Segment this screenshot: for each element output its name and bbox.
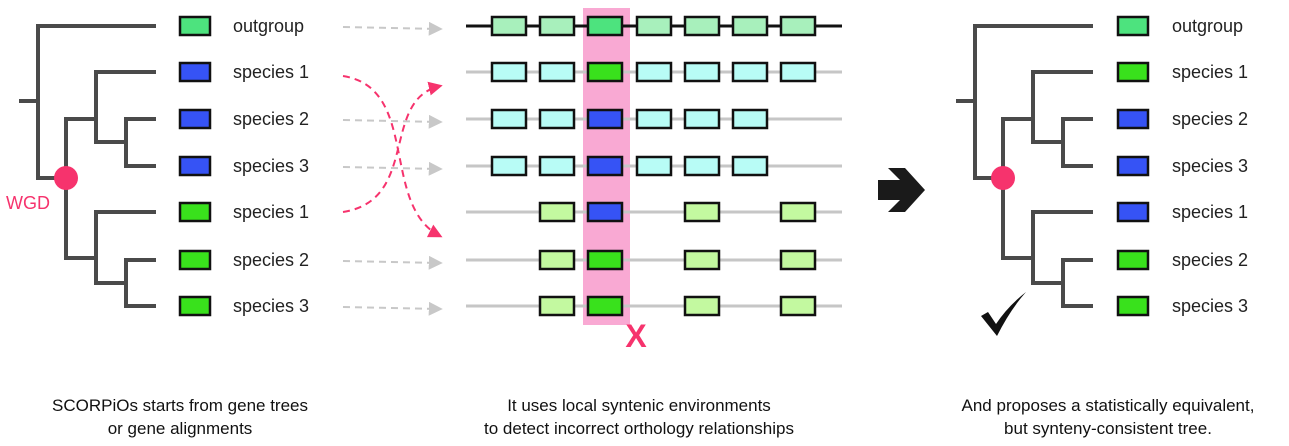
leaf-gene-box [1116, 295, 1150, 317]
neighbor-gene-box [779, 61, 817, 83]
leaf-gene-box [178, 201, 212, 223]
left-caption-line-2: or gene alignments [108, 419, 253, 438]
neighbor-gene-box [779, 295, 817, 317]
dashed-mapping-arrow [342, 301, 443, 316]
ortholog-gene-box [586, 61, 624, 83]
wgd-node-marker [991, 166, 1015, 190]
wgd-node-marker [54, 166, 78, 190]
right-caption-line-2: but synteny-consistent tree. [1004, 419, 1212, 438]
leaf-label: species 1 [233, 62, 309, 82]
neighbor-gene-box [538, 249, 576, 271]
neighbor-gene-box [683, 108, 721, 130]
right-caption-line-1: And proposes a statistically equivalent, [962, 396, 1255, 415]
dashed-mapping-arrow [342, 161, 443, 176]
right-gene-tree [956, 24, 1093, 308]
neighbor-gene-box [538, 61, 576, 83]
checkmark-icon [981, 292, 1026, 336]
wgd-label: WGD [6, 193, 50, 213]
leaf-label: species 1 [1172, 202, 1248, 222]
neighbor-gene-box [779, 15, 817, 37]
neighbor-gene-box [683, 201, 721, 223]
neighbor-gene-box [731, 108, 769, 130]
dashed-mapping-arrow [342, 21, 443, 36]
neighbor-gene-box [538, 15, 576, 37]
error-mark: X [625, 318, 647, 354]
leaf-gene-box [1116, 201, 1150, 223]
leaf-gene-box [178, 108, 212, 130]
leaf-gene-box [178, 15, 212, 37]
leaf-label: outgroup [1172, 16, 1243, 36]
leaf-gene-box [1116, 155, 1150, 177]
neighbor-gene-box [490, 108, 528, 130]
ortholog-gene-box [586, 15, 624, 37]
ortholog-gene-box [586, 108, 624, 130]
left-panel: WGD outgroup species 1 species 2 species 3 s… [6, 15, 309, 438]
neighbor-gene-box [490, 61, 528, 83]
neighbor-gene-box [683, 61, 721, 83]
neighbor-gene-box [683, 295, 721, 317]
neighbor-gene-box [635, 155, 673, 177]
neighbor-gene-box [683, 155, 721, 177]
crossed-mapping-arrow [342, 81, 443, 213]
leaf-label: species 3 [1172, 156, 1248, 176]
dashed-mapping-arrow [342, 255, 443, 270]
leaf-gene-box [178, 155, 212, 177]
neighbor-gene-box [490, 155, 528, 177]
right-leaf-list: outgroup species 1 species 2 species 3 speci… [1116, 15, 1248, 317]
neighbor-gene-box [538, 108, 576, 130]
neighbor-gene-box [538, 201, 576, 223]
leaf-gene-box [178, 249, 212, 271]
neighbor-gene-box [490, 15, 528, 37]
leaf-label: species 3 [1172, 296, 1248, 316]
neighbor-gene-box [635, 61, 673, 83]
leaf-label: species 3 [233, 156, 309, 176]
crossed-mapping-arrow [342, 75, 443, 238]
leaf-label: outgroup [233, 16, 304, 36]
ortholog-gene-box [586, 249, 624, 271]
neighbor-gene-box [731, 61, 769, 83]
leaf-gene-box [1116, 61, 1150, 83]
leaf-gene-box [1116, 249, 1150, 271]
neighbor-gene-box [779, 201, 817, 223]
leaf-label: species 2 [1172, 109, 1248, 129]
leaf-label: species 1 [1172, 62, 1248, 82]
leaf-label: species 2 [233, 250, 309, 270]
leaf-label: species 3 [233, 296, 309, 316]
mapping-arrows [342, 21, 443, 316]
right-panel: outgroup species 1 species 2 species 3 speci… [956, 15, 1255, 438]
middle-caption-line-1: It uses local syntenic environments [507, 396, 771, 415]
leaf-gene-box [1116, 15, 1150, 37]
middle-caption-line-2: to detect incorrect orthology relationsh… [484, 419, 794, 438]
neighbor-gene-box [538, 295, 576, 317]
left-gene-tree [19, 24, 156, 308]
neighbor-gene-box [731, 15, 769, 37]
syntenic-rows [466, 15, 842, 317]
neighbor-gene-box [635, 15, 673, 37]
leaf-label: species 2 [1172, 250, 1248, 270]
leaf-gene-box [178, 61, 212, 83]
left-leaf-list: outgroup species 1 species 2 species 3 speci… [178, 15, 309, 317]
leaf-label: species 1 [233, 202, 309, 222]
ortholog-gene-box [586, 201, 624, 223]
right-arrow-icon [878, 168, 925, 212]
neighbor-gene-box [683, 249, 721, 271]
leaf-gene-box [1116, 108, 1150, 130]
neighbor-gene-box [538, 155, 576, 177]
leaf-label: species 2 [233, 109, 309, 129]
leaf-gene-box [178, 295, 212, 317]
neighbor-gene-box [731, 155, 769, 177]
ortholog-gene-box [586, 295, 624, 317]
left-caption-line-1: SCORPiOs starts from gene trees [52, 396, 308, 415]
neighbor-gene-box [779, 249, 817, 271]
neighbor-gene-box [683, 15, 721, 37]
middle-panel: X It uses local syntenic environments to… [466, 8, 842, 438]
ortholog-gene-box [586, 155, 624, 177]
dashed-mapping-arrow [342, 114, 443, 129]
neighbor-gene-box [635, 108, 673, 130]
